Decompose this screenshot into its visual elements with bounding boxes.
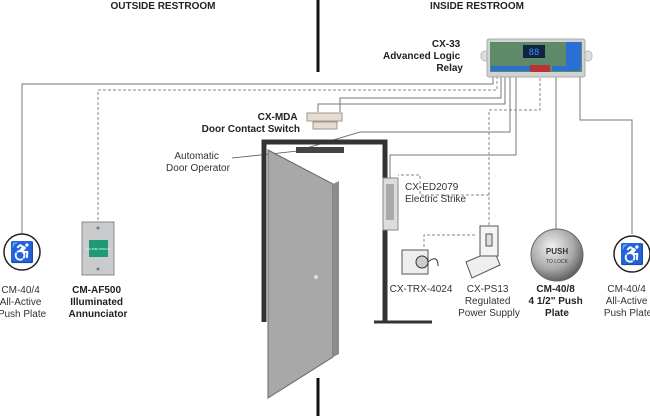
push-to-lock-label: CM-40/8 4 1/2" Push Plate [529,284,586,319]
outside-restroom-header: OUTSIDE RESTROOM [110,1,215,12]
left-push-plate-label: CM-40/4 All-Active Push Plate [0,285,47,320]
svg-text:TO LOCK: TO LOCK [546,259,569,265]
door-operator [296,147,344,153]
relay-label: CX-33 Advanced Logic Relay [383,39,463,74]
strike-label: CX-ED2079 Electric Strike [405,182,467,205]
door-contact-switch [306,112,343,130]
relay-display: 88 [529,48,540,58]
annunciator-label: CM-AF500 Illuminated Annunciator [69,285,128,320]
annunciator: OCCUPIED WHEN LIT [81,221,115,276]
power-supply [465,225,501,279]
right-push-plate-label: CM-40/4 All-Active Push Plate [604,284,650,319]
relay-module: 88 [480,38,593,78]
transformer [401,249,439,275]
inside-restroom-header: INSIDE RESTROOM [430,1,524,12]
left-push-plate: ♿ [3,233,41,271]
wiring [21,76,633,248]
svg-text:PUSH: PUSH [546,247,568,256]
svg-text:OCCUPIED WHEN LIT: OCCUPIED WHEN LIT [85,248,111,251]
wheelchair-icon: ♿ [10,240,35,264]
right-push-plate: ♿ [613,235,650,273]
wheelchair-icon: ♿ [620,242,645,266]
door-operator-label: Automatic Door Operator [166,151,231,174]
power-supply-label: CX-PS13 Regulated Power Supply [458,284,520,319]
door [267,149,334,399]
transformer-label: CX-TRX-4024 [390,284,453,295]
door-frame [261,139,388,322]
electric-strike [382,177,399,231]
push-to-lock-plate: PUSH TO LOCK [530,228,584,282]
door-switch-label: CX-MDA Door Contact Switch [202,112,300,135]
